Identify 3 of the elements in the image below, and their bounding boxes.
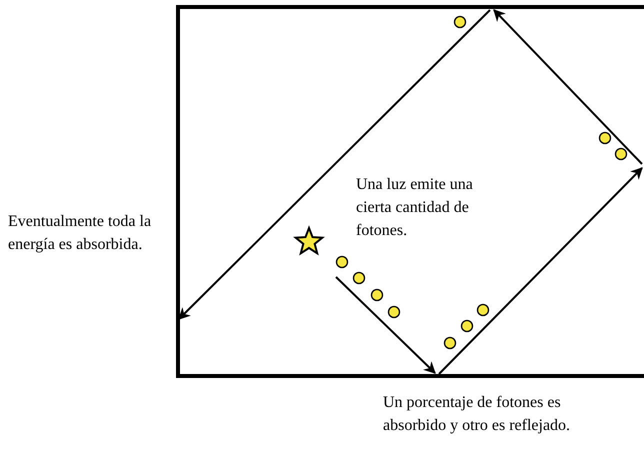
caption-text: Eventualmente toda la energía es absorbida. <box>8 212 152 255</box>
caption-text: Una luz emite una cierta cantidad de fotones. <box>356 175 474 241</box>
caption-text: Un porcentaje de fotones es absorbido y otro es reflejado. <box>383 393 572 436</box>
